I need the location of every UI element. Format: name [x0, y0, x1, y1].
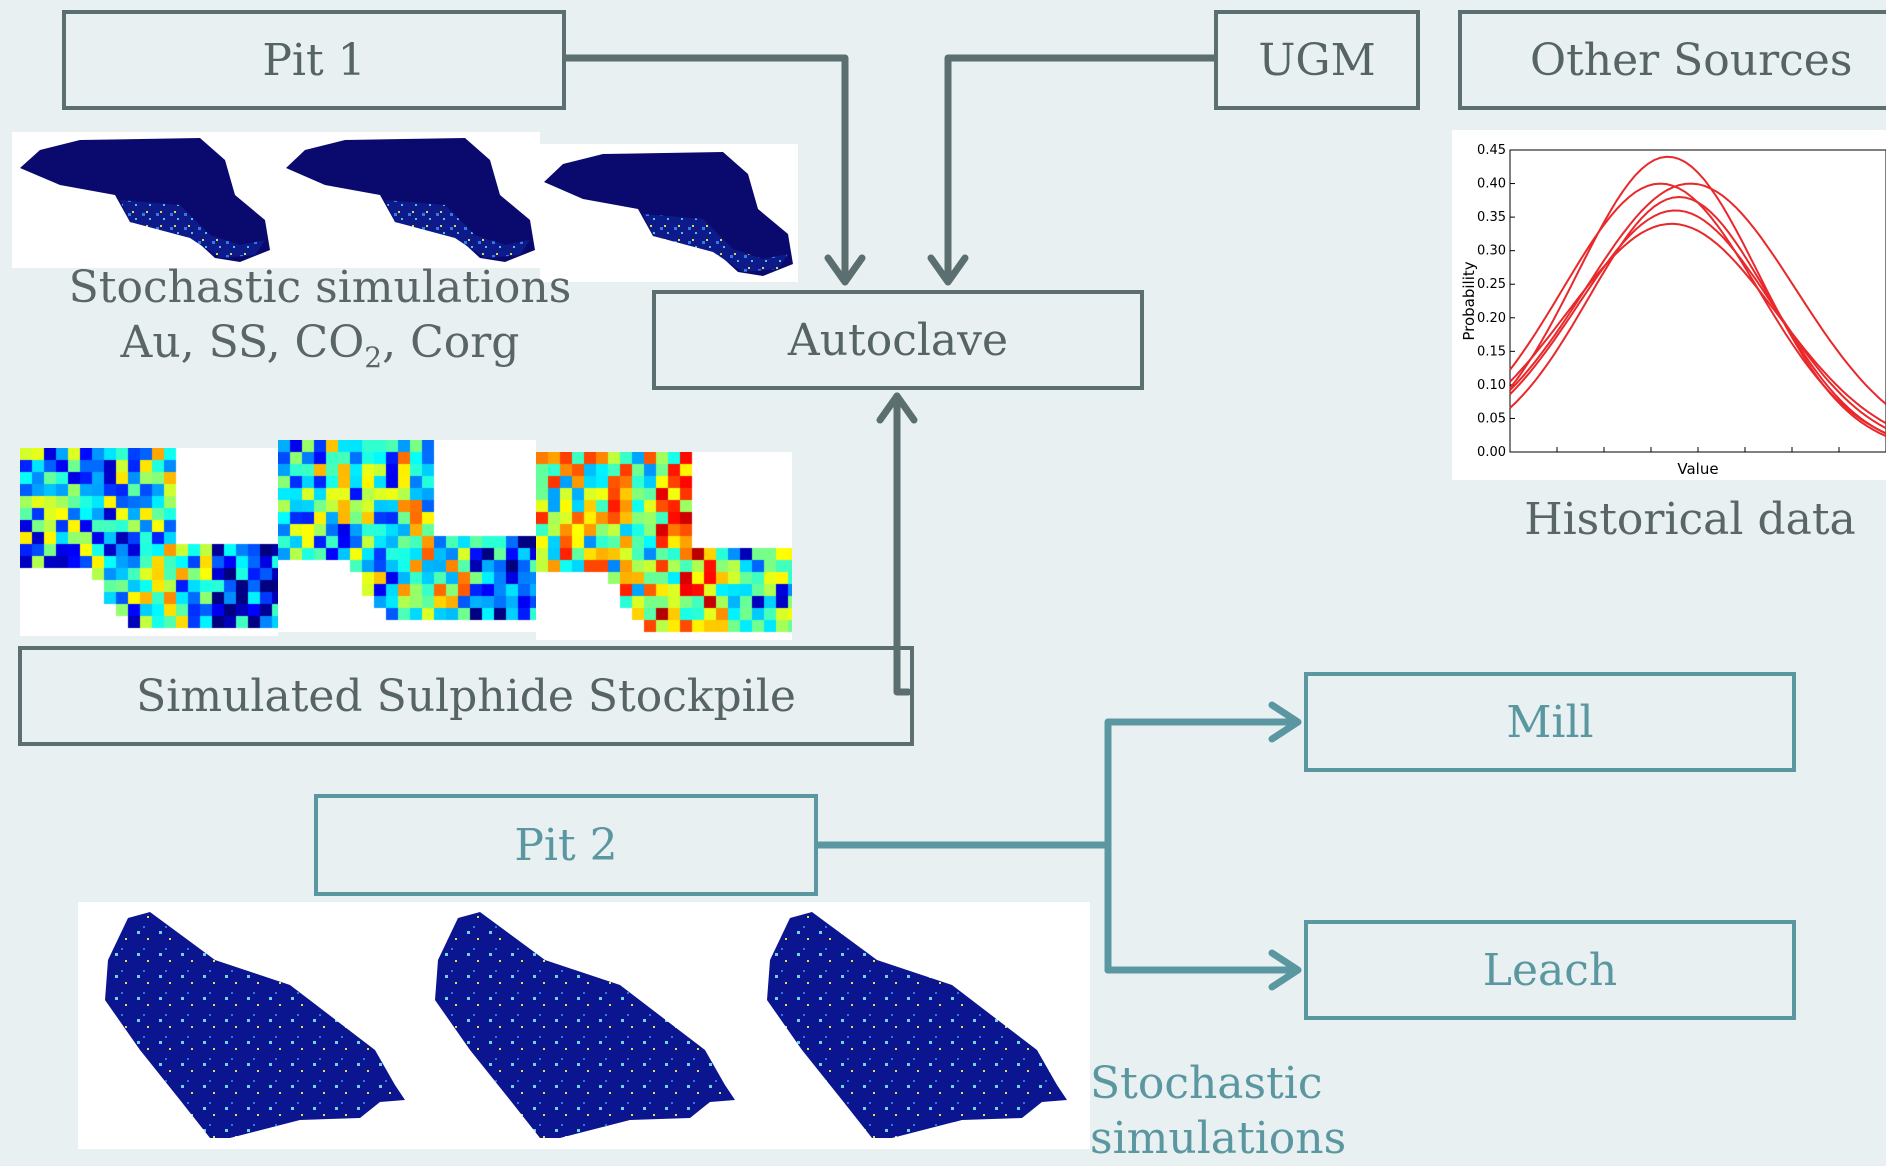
- autoclave-label: Autoclave: [787, 314, 1009, 366]
- y-tick-label: 0.35: [1477, 210, 1506, 225]
- pit2-label: Pit 2: [514, 819, 618, 871]
- pit2-node: Pit 2: [314, 794, 818, 896]
- pit1-sims-caption-line1: Stochastic simulations: [68, 262, 572, 313]
- y-tick-label: 0.45: [1477, 143, 1506, 158]
- stockpile-heatmap-2: [278, 440, 536, 632]
- x-axis-label: Value: [1677, 460, 1718, 478]
- y-tick-label: 0.25: [1477, 277, 1506, 292]
- stockpile-heatmap-3: [536, 452, 792, 640]
- y-axis-label: Probability: [1460, 261, 1478, 340]
- stockpile-heatmap-1: [20, 448, 278, 636]
- series-line: [1509, 155, 1886, 438]
- mill-label: Mill: [1506, 696, 1594, 748]
- other-sources-node: Other Sources: [1458, 10, 1886, 110]
- historical-chart: 0.00 0.05 0.10 0.15 0.20 0.25 0.30 0.35 0.40 0.45…: [1460, 143, 1886, 478]
- pit1-node: Pit 1: [62, 10, 566, 110]
- y-tick-label: 0.05: [1477, 411, 1506, 426]
- stockpile-to-autoclave-arrow: [893, 392, 912, 696]
- pit1-label: Pit 1: [262, 34, 366, 86]
- series-line: [1509, 182, 1886, 405]
- series-line: [1509, 222, 1886, 425]
- pit1-arrowhead: [824, 254, 866, 286]
- ugm-node: UGM: [1214, 10, 1420, 110]
- ugm-label: UGM: [1258, 34, 1376, 86]
- chart-frame: [1509, 149, 1886, 453]
- y-tick-label: 0.10: [1477, 378, 1506, 393]
- y-tick-label: 0.30: [1477, 244, 1506, 259]
- ugm-arrowhead: [927, 254, 969, 286]
- series-line: [1509, 182, 1886, 435]
- y-tick-label: 0.15: [1477, 344, 1506, 359]
- other-sources-label: Other Sources: [1530, 34, 1853, 86]
- mill-node: Mill: [1304, 672, 1796, 772]
- pit2-to-mill-arrow: [1104, 718, 1300, 974]
- pit1-sims-caption-line2: Au, SS, CO2, Corg: [120, 317, 520, 374]
- y-tick-label: 0.20: [1477, 311, 1506, 326]
- series-line: [1509, 195, 1886, 435]
- ugm-to-autoclave-arrow: [944, 54, 1218, 284]
- stockpile-node: Simulated Sulphide Stockpile: [18, 646, 914, 746]
- historical-chart-panel: 0.00 0.05 0.10 0.15 0.20 0.25 0.30 0.35 0.40 0.45…: [1452, 130, 1886, 480]
- mill-arrowhead: [1268, 701, 1302, 743]
- y-tick-label: 0.00: [1477, 445, 1506, 460]
- autoclave-node: Autoclave: [652, 290, 1144, 390]
- pit1-to-autoclave-arrow: [562, 54, 849, 284]
- leach-node: Leach: [1304, 920, 1796, 1020]
- series-line: [1509, 209, 1886, 430]
- historical-caption: Historical data: [1524, 494, 1856, 545]
- leach-label: Leach: [1482, 944, 1618, 996]
- stockpile-label: Simulated Sulphide Stockpile: [136, 670, 796, 722]
- y-tick-label: 0.40: [1477, 177, 1506, 192]
- leach-arrowhead: [1268, 949, 1302, 991]
- pit2-to-leach-arrow: [1104, 841, 1300, 974]
- stockpile-arrowhead: [876, 392, 918, 424]
- pit1-sims-caption: Stochastic simulations Au, SS, CO2, Corg: [40, 260, 600, 375]
- pit2-sims-caption: Stochastic simulations: [1090, 1058, 1347, 1164]
